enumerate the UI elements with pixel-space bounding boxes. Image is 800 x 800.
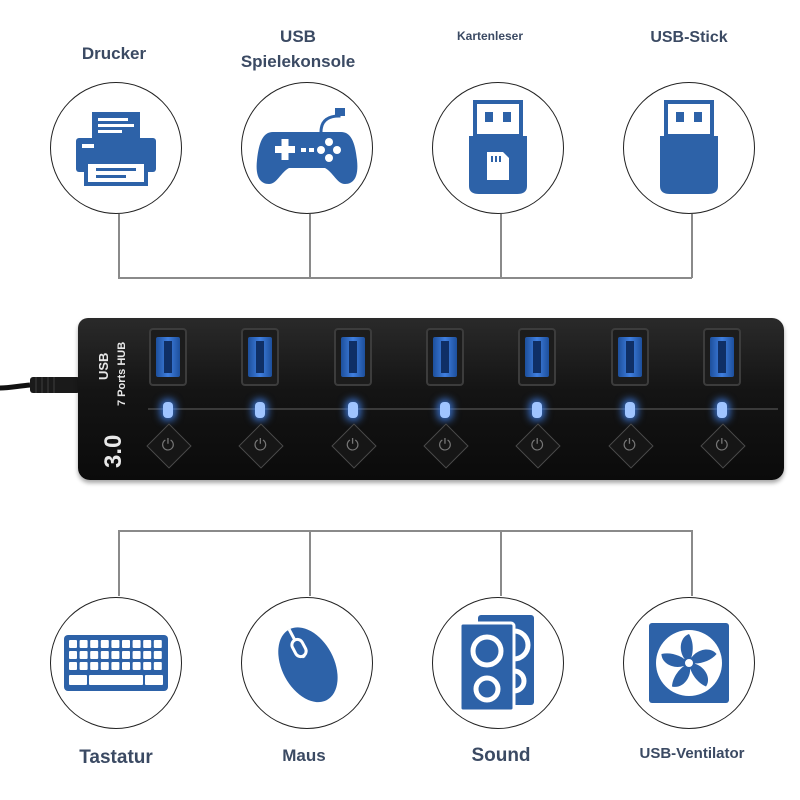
usb-stick-circle xyxy=(623,82,755,214)
bottom-connector-rise-2 xyxy=(309,530,311,596)
usb-port-3[interactable] xyxy=(333,328,372,386)
usb-hub: USB 7 Ports HUB 3.0 ⏻ ⏻ ⏻ ⏻ ⏻ ⏻ ⏻ xyxy=(78,318,784,480)
label-game-console-line2: Spielekonsole xyxy=(240,52,356,72)
label-usb-stick: USB-Stick xyxy=(650,29,728,46)
usb-port-5[interactable] xyxy=(518,328,557,386)
power-icon: ⏻ xyxy=(530,437,544,454)
usb-port-slot xyxy=(248,337,273,377)
printer-icon xyxy=(76,112,156,186)
usb-port-slot xyxy=(709,337,734,377)
bottom-connector-rise-1 xyxy=(118,530,120,596)
hub-label-version: 3.0 xyxy=(100,434,127,468)
label-usb-fan: USB-Ventilator xyxy=(639,745,745,762)
port-led-2 xyxy=(255,402,266,418)
card-reader-circle xyxy=(432,82,564,214)
hub-label-usb: USB xyxy=(96,352,111,380)
label-game-console-line1: USB xyxy=(280,27,316,46)
bottom-connector-line xyxy=(118,530,692,532)
keyboard-icon xyxy=(64,635,168,691)
printer-circle xyxy=(50,82,182,214)
usb-stick-icon xyxy=(660,100,718,194)
port-led-7 xyxy=(716,402,727,418)
label-card-reader: Kartenleser xyxy=(456,29,524,43)
usb-cable xyxy=(0,377,80,393)
usb-port-slot xyxy=(617,337,642,377)
label-game-console: USB Spielekonsole xyxy=(241,26,355,73)
label-printer: Drucker xyxy=(81,44,147,63)
gamepad-icon xyxy=(256,108,358,184)
usb-port-7[interactable] xyxy=(702,328,741,386)
power-icon: ⏻ xyxy=(346,437,359,454)
game-console-circle xyxy=(241,82,373,214)
port-led-5 xyxy=(532,402,543,418)
port-led-6 xyxy=(624,402,635,418)
top-connector-drop-3 xyxy=(500,214,502,278)
usb-port-slot xyxy=(156,337,180,377)
fan-icon xyxy=(649,623,729,703)
sound-circle xyxy=(432,597,564,729)
usb-port-6[interactable] xyxy=(610,328,649,386)
keyboard-circle xyxy=(50,597,182,729)
usb-port-slot xyxy=(525,337,550,377)
card-reader-icon xyxy=(469,100,527,194)
top-connector-drop-4 xyxy=(691,214,693,278)
power-icon: ⏻ xyxy=(715,437,729,454)
top-connector-drop-1 xyxy=(118,214,120,278)
hub-label-ports: 7 Ports HUB xyxy=(116,341,128,406)
usb-port-4[interactable] xyxy=(425,328,464,386)
mouse-icon xyxy=(278,627,338,703)
port-led-1 xyxy=(163,402,173,418)
usb-port-slot xyxy=(432,337,457,377)
fan-circle xyxy=(623,597,755,729)
label-mouse: Maus xyxy=(282,746,326,765)
power-icon: ⏻ xyxy=(161,437,175,454)
bottom-connector-rise-4 xyxy=(691,530,693,596)
usb-port-2[interactable] xyxy=(241,328,280,386)
top-connector-line xyxy=(118,277,692,279)
bottom-connector-rise-3 xyxy=(500,530,502,596)
label-keyboard: Tastatur xyxy=(79,747,153,768)
usb-port-slot xyxy=(340,337,365,377)
speaker-icon xyxy=(458,615,534,713)
top-connector-drop-2 xyxy=(309,214,311,278)
power-icon: ⏻ xyxy=(438,437,452,454)
port-led-3 xyxy=(347,402,358,418)
port-led-4 xyxy=(439,402,450,418)
mouse-circle xyxy=(241,597,373,729)
power-icon: ⏻ xyxy=(623,437,636,454)
label-sound: Sound xyxy=(471,745,531,766)
hub-stripe xyxy=(148,408,778,410)
usb-port-1[interactable] xyxy=(149,328,187,386)
power-icon: ⏻ xyxy=(253,437,267,454)
